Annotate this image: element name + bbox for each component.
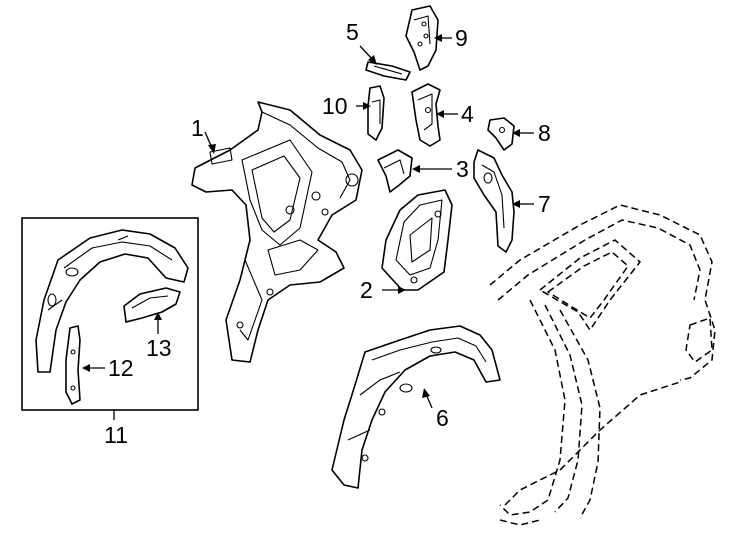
callout-7: 7 (538, 191, 551, 217)
callout-11: 11 (104, 422, 128, 448)
part-12-bracket (65, 325, 81, 405)
inset-box-11 (21, 217, 199, 411)
part-2-panel (381, 189, 453, 291)
quarter-panel-phantom (489, 204, 716, 526)
part-4-bracket (411, 83, 441, 147)
callout-13: 13 (146, 335, 172, 361)
part-13-bracket (123, 287, 181, 323)
callout-12: 12 (108, 355, 134, 381)
part-11-inner-wheelhouse (35, 229, 189, 373)
callout-3: 3 (456, 156, 469, 182)
callout-8: 8 (538, 120, 551, 146)
part-9-gusset (405, 5, 439, 71)
callout-labels: 1 2 3 4 5 6 7 8 9 10 11 12 13 (104, 19, 551, 448)
part-3-bracket (377, 149, 413, 193)
callout-1: 1 (191, 115, 204, 141)
part-8-bracket (487, 117, 515, 151)
callout-4: 4 (461, 101, 474, 127)
part-1-inner-quarter-panel (191, 101, 363, 363)
callout-9: 9 (455, 25, 468, 51)
leader-lines (82, 34, 534, 420)
callout-5: 5 (346, 19, 359, 45)
part-10-strip (367, 85, 385, 141)
part-7-brace (473, 149, 515, 253)
callout-2: 2 (360, 277, 373, 303)
callout-6: 6 (436, 405, 449, 431)
part-5-reinforcement (365, 61, 411, 81)
callout-10: 10 (322, 93, 348, 119)
part-6-wheelhouse (331, 325, 501, 489)
